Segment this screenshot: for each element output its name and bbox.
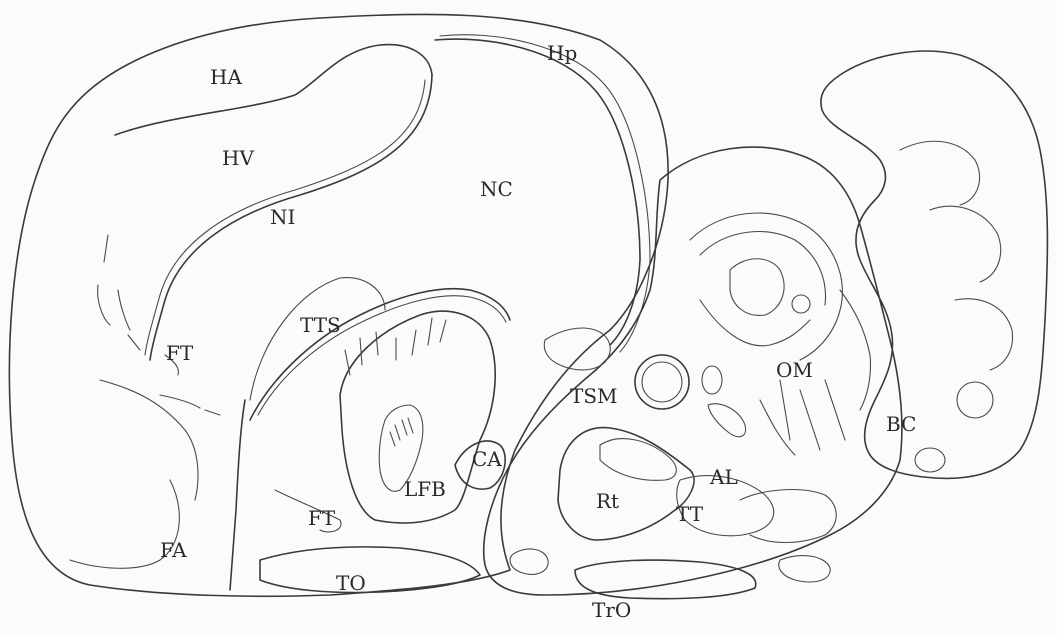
cerebellum-folium-2	[930, 206, 1001, 282]
lfb-radial-7	[440, 320, 446, 342]
cerebellum-outline	[821, 51, 1048, 478]
tts-lamina-inner	[258, 296, 506, 415]
to-region	[260, 547, 480, 593]
al-region	[740, 490, 836, 543]
om-band-2	[840, 290, 871, 410]
om-fibre-3	[825, 380, 845, 440]
label-tts: TTS	[300, 313, 341, 337]
ft-fibre-mark-1	[104, 235, 108, 262]
lfb-radial-3	[376, 332, 378, 355]
neck-connection	[544, 328, 610, 370]
label-bc: BC	[886, 412, 916, 436]
label-ni: NI	[270, 205, 295, 229]
label-nc: NC	[480, 177, 513, 201]
tsm-circle-outer	[635, 355, 689, 409]
tectum-arc-2	[700, 232, 826, 305]
lfb-hatch	[390, 418, 413, 446]
cerebellum-folium-3	[955, 299, 1013, 370]
tts-region	[250, 278, 385, 400]
label-hv: HV	[222, 146, 254, 170]
ft-fibre-mark-6	[160, 395, 200, 408]
tro-right-lobe	[779, 556, 830, 582]
label-rt: Rt	[596, 489, 619, 513]
cerebellum-folium-1	[900, 141, 980, 205]
om-fibre-2	[800, 390, 820, 450]
om-band-1	[700, 300, 810, 346]
pallial-subpallial-divider	[230, 400, 245, 590]
tts-lamina	[250, 289, 510, 420]
om-fibre-4	[760, 400, 795, 455]
ft-fibre-mark-2	[98, 285, 110, 325]
ft-fibre-mark-3	[118, 290, 130, 330]
tsm-adjacent-oval	[702, 366, 722, 394]
label-tro: TrO	[592, 598, 631, 622]
tectum-ring	[730, 259, 784, 316]
tsm-circle-inner	[642, 362, 682, 402]
label-ca: CA	[472, 447, 502, 471]
label-ha: HA	[210, 65, 242, 89]
label-fa: FA	[160, 538, 187, 562]
label-ft-upper: FT	[166, 341, 194, 365]
rt-inner-lobe	[600, 439, 676, 481]
label-tsm: TSM	[570, 384, 618, 408]
label-hp: Hp	[547, 41, 577, 65]
label-om: OM	[776, 358, 813, 382]
lfb-radial-2	[360, 338, 362, 365]
ha-boundary	[115, 45, 432, 135]
label-ft-lower: FT	[308, 506, 336, 530]
om-fibre-1	[780, 380, 790, 440]
label-al: AL	[709, 465, 738, 489]
lfb-radial-5	[412, 330, 416, 355]
label-tt: TT	[676, 502, 704, 526]
label-to: TO	[336, 571, 366, 595]
tsm-lower-oval	[708, 404, 746, 437]
small-nucleus-circle	[792, 295, 810, 313]
midbrain-outline	[484, 147, 902, 595]
cerebellum-nucleus-circle	[957, 382, 993, 418]
cerebellum-small-oval	[915, 448, 945, 472]
ft-fibre-mark-8	[100, 380, 198, 500]
ft-fibre-mark-4	[128, 335, 140, 350]
ft-fibre-mark-7	[205, 410, 220, 415]
rt-region	[558, 428, 694, 540]
lfb-radial-6	[428, 318, 432, 345]
label-lfb: LFB	[404, 477, 446, 501]
telencephalon-outline	[9, 14, 668, 596]
tro-left-lobe	[510, 549, 548, 574]
hippocampus-band-inner	[440, 35, 650, 352]
hippocampus-band	[435, 39, 640, 345]
tectum-arc	[690, 213, 842, 360]
